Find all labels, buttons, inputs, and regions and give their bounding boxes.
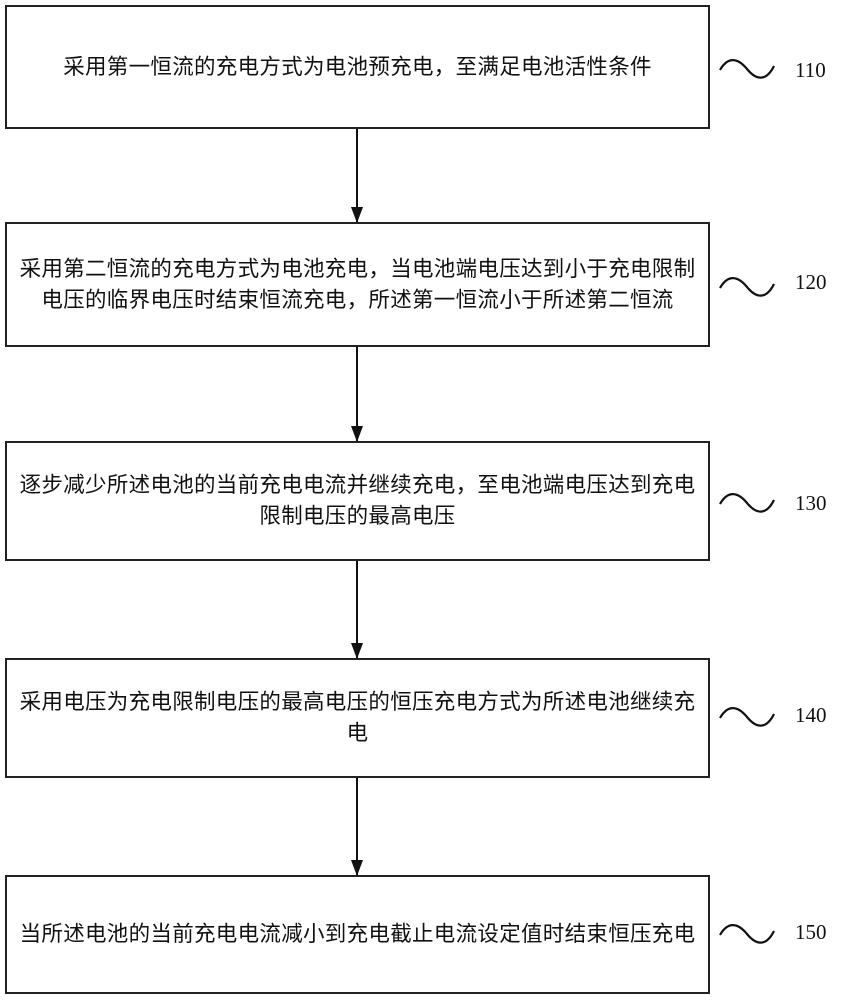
tilde-connector-icon: [719, 707, 775, 727]
step-label-140: 140: [795, 703, 827, 727]
tilde-connector-icon: [719, 59, 775, 79]
arrow-head-icon: [351, 643, 363, 659]
step-box-140: 采用电压为充电限制电压的最高电压的恒压充电方式为所述电池继续充电: [5, 658, 710, 778]
step-label-130: 130: [795, 491, 827, 515]
step-box-110: 采用第一恒流的充电方式为电池预充电，至满足电池活性条件: [5, 5, 710, 129]
arrow-head-icon: [351, 426, 363, 442]
arrow-140-150: [351, 778, 363, 876]
step-label-110: 110: [795, 58, 826, 82]
step-box-150: 当所述电池的当前充电电流减小到充电截止电流设定值时结束恒压充电: [5, 875, 710, 994]
arrow-head-icon: [351, 860, 363, 876]
step-box-120: 采用第二恒流的充电方式为电池充电，当电池端电压达到小于充电限制电压的临界电压时结…: [5, 222, 710, 347]
step-box-130: 逐步减少所述电池的当前充电电流并继续充电，至电池端电压达到充电限制电压的最高电压: [5, 441, 710, 561]
step-text-130: 逐步减少所述电池的当前充电电流并继续充电，至电池端电压达到充电限制电压的最高电压: [19, 473, 696, 529]
step-text-120: 采用第二恒流的充电方式为电池充电，当电池端电压达到小于充电限制电压的临界电压时结…: [19, 256, 696, 313]
arrow-130-140: [351, 561, 363, 659]
arrow-110-120: [351, 129, 363, 223]
step-text-140: 采用电压为充电限制电压的最高电压的恒压充电方式为所述电池继续充电: [19, 690, 696, 746]
step-label-150: 150: [795, 920, 827, 944]
tilde-connector-icon: [719, 924, 775, 944]
tilde-connector-icon: [719, 493, 775, 513]
arrow-120-130: [351, 347, 363, 442]
step-text-110: 采用第一恒流的充电方式为电池预充电，至满足电池活性条件: [63, 54, 652, 80]
tilde-connector-icon: [719, 277, 775, 297]
arrow-head-icon: [351, 207, 363, 223]
step-text-150: 当所述电池的当前充电电流减小到充电截止电流设定值时结束恒压充电: [19, 922, 696, 947]
step-label-120: 120: [795, 270, 827, 294]
